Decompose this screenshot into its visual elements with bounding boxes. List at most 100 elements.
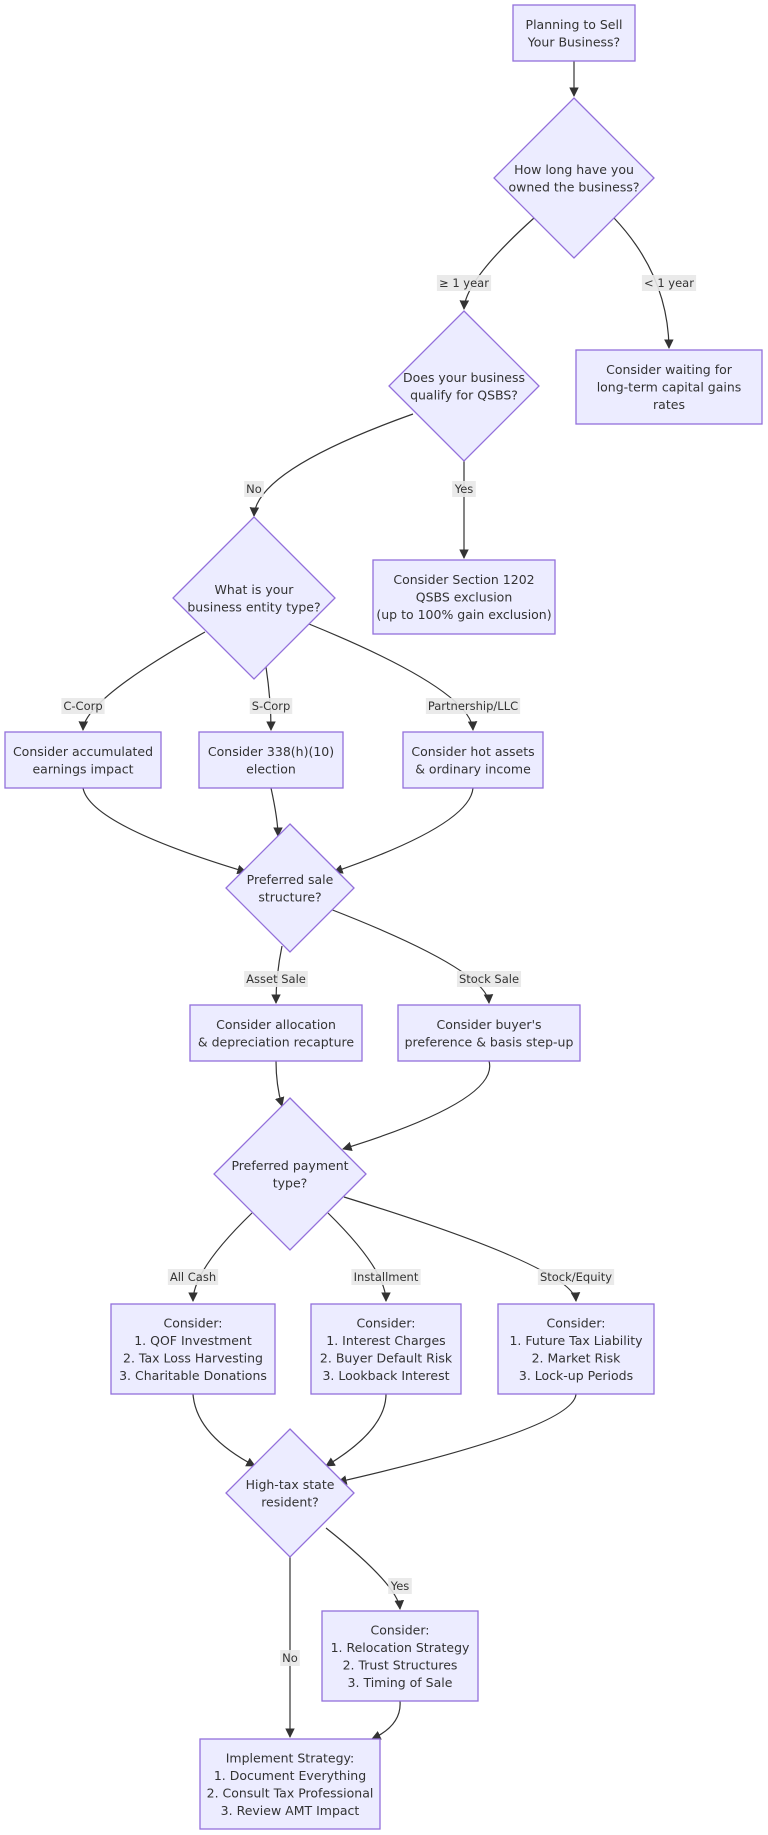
edge-qsbs-question-to-entity-type xyxy=(249,413,414,517)
process-box xyxy=(321,1610,479,1702)
process-box xyxy=(512,4,636,62)
node-text-line: 3. Lock-up Periods xyxy=(519,1368,633,1383)
node-text-line: QSBS exclusion xyxy=(416,590,513,605)
edge-label-all-cash: All Cash xyxy=(167,1269,219,1285)
node-text-line: Consider hot assets xyxy=(411,744,534,759)
node-ownership-duration: How long have you owned the business? xyxy=(493,97,655,259)
edge-label-background xyxy=(436,275,492,291)
edge-label-text: Stock Sale xyxy=(459,972,519,986)
edge-s-corp-to-sale-structure xyxy=(270,787,283,837)
node-text-line: 1. Document Everything xyxy=(214,1768,366,1783)
edge-label-text: Asset Sale xyxy=(246,972,306,986)
edge-label-qsbs-no: No xyxy=(244,481,264,497)
node-text-line: 3. Timing of Sale xyxy=(348,1675,453,1690)
node-text-line: Preferred payment xyxy=(231,1158,348,1173)
process-box xyxy=(198,731,344,789)
process-box xyxy=(397,1004,581,1062)
node-text-line: 1. Interest Charges xyxy=(326,1333,445,1348)
node-text-line: 2. Tax Loss Harvesting xyxy=(123,1350,263,1365)
process-box xyxy=(4,731,162,789)
edge-label-background xyxy=(388,1578,412,1594)
node-text-line: 1. Future Tax Liability xyxy=(509,1333,643,1348)
edge-label-text: < 1 year xyxy=(644,276,694,290)
node-text-line: preference & basis step-up xyxy=(405,1034,574,1049)
decision-diamond xyxy=(225,1428,355,1558)
edge-payment-type-to-all-cash xyxy=(188,1212,253,1302)
node-text-line: owned the business? xyxy=(509,179,640,194)
edge-label-background xyxy=(425,698,521,714)
node-stock-equity: Consider: 1. Future Tax Liability 2. Marke… xyxy=(497,1303,655,1395)
node-text-line: 3. Lookback Interest xyxy=(322,1368,449,1383)
edge-label-background xyxy=(61,698,105,714)
edge-label-ge-1-year: ≥ 1 year xyxy=(436,275,492,291)
node-text-line: Consider: xyxy=(546,1315,605,1330)
node-text-line: Consider accumulated xyxy=(13,744,153,759)
node-text-line: Consider 338(h)(10) xyxy=(208,744,334,759)
process-box xyxy=(199,1738,381,1830)
decision-diamond xyxy=(213,1097,367,1251)
edge-entity-type-to-partnership xyxy=(308,623,478,731)
edge-label-c-corp: C-Corp xyxy=(61,698,105,714)
decision-diamond xyxy=(388,310,540,462)
edge-label-text: S-Corp xyxy=(252,699,291,713)
node-text-line: How long have you xyxy=(514,162,634,177)
edge-c-corp-to-sale-structure xyxy=(82,787,247,875)
edge-label-text: C-Corp xyxy=(63,699,102,713)
edge-label-background xyxy=(167,1269,219,1285)
edge-label-text: No xyxy=(246,482,262,496)
edge-label-background xyxy=(641,275,697,291)
edge-label-text: Yes xyxy=(390,1579,410,1593)
node-text-line: resident? xyxy=(261,1494,319,1509)
process-box xyxy=(110,1303,276,1395)
edge-label-background xyxy=(280,1650,300,1666)
node-text-line: Your Business? xyxy=(527,34,620,49)
node-text-line: Preferred sale xyxy=(247,872,334,887)
edge-label-text: All Cash xyxy=(170,1270,216,1284)
node-text-line: Does your business xyxy=(403,370,525,385)
node-text-line: 1. QOF Investment xyxy=(134,1333,252,1348)
edge-label-background xyxy=(244,481,264,497)
edge-stock-equity-to-high-tax-state xyxy=(337,1393,577,1485)
node-text-line: qualify for QSBS? xyxy=(410,387,518,402)
node-text-line: Implement Strategy: xyxy=(226,1750,355,1765)
edge-label-stock-equity: Stock/Equity xyxy=(537,1269,615,1285)
edge-label-text: Partnership/LLC xyxy=(428,699,518,713)
node-text-line: 3. Review AMT Impact xyxy=(221,1803,360,1818)
edge-label-s-corp: S-Corp xyxy=(249,698,293,714)
node-text-line: & ordinary income xyxy=(415,761,531,776)
node-text-line: 2. Market Risk xyxy=(532,1350,622,1365)
node-text-line: Consider waiting for xyxy=(606,362,733,377)
edge-label-background xyxy=(351,1269,421,1285)
edge-all-cash-to-high-tax-state xyxy=(192,1393,256,1467)
edge-high-tax-state-to-relocation xyxy=(325,1527,405,1610)
decision-diamond xyxy=(225,823,355,953)
node-text-line: Consider Section 1202 xyxy=(393,572,534,587)
node-asset-sale: Consider allocation& depreciation recapt… xyxy=(189,1004,363,1062)
edge-ownership-duration-to-qsbs-question xyxy=(459,217,535,310)
edge-label-lt-1-year: < 1 year xyxy=(641,275,697,291)
edge-label-state-no: No xyxy=(280,1650,300,1666)
edge-sale-structure-to-stock-sale xyxy=(329,908,494,1004)
process-box xyxy=(189,1004,363,1062)
node-text-line: 2. Trust Structures xyxy=(343,1657,458,1672)
edge-label-asset-sale: Asset Sale xyxy=(244,971,308,987)
node-text-line: & depreciation recapture xyxy=(198,1034,354,1049)
edge-payment-type-to-installment xyxy=(327,1212,391,1302)
edge-label-partnership-llc: Partnership/LLC xyxy=(425,698,521,714)
node-text-line: Planning to Sell xyxy=(526,17,623,32)
edge-payment-type-to-stock-equity xyxy=(343,1196,581,1302)
node-text-line: business entity type? xyxy=(187,599,320,614)
process-box xyxy=(497,1303,655,1395)
edge-label-text: ≥ 1 year xyxy=(439,276,489,290)
node-implement: Implement Strategy: 1. Document Everythin… xyxy=(199,1738,381,1830)
